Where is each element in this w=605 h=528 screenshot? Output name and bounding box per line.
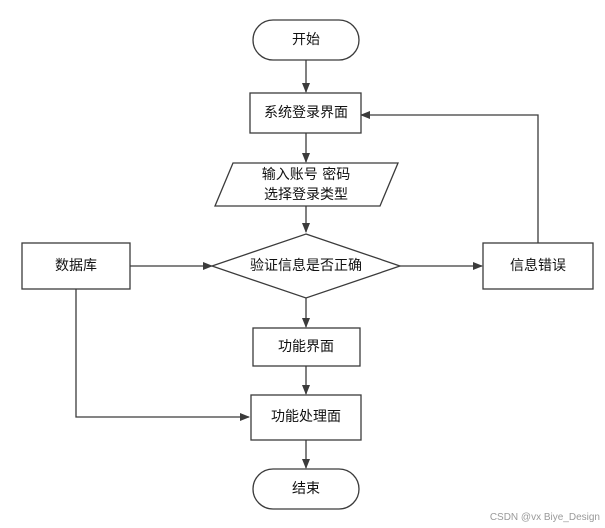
database-box bbox=[21, 242, 131, 290]
end-terminal bbox=[252, 468, 360, 510]
login-ui-box bbox=[249, 92, 362, 134]
arrow-database-to-process bbox=[75, 288, 250, 421]
input-label-line1: 输入账号 密码 bbox=[262, 166, 350, 183]
input-parallelogram bbox=[214, 162, 399, 207]
start-terminal bbox=[252, 19, 360, 61]
start-label: 开始 bbox=[292, 32, 320, 48]
end-label: 结束 bbox=[292, 481, 320, 497]
watermark: CSDN @vx Biye_Design bbox=[490, 512, 600, 523]
function-ui-box bbox=[252, 327, 361, 367]
function-process-label: 功能处理面 bbox=[271, 409, 341, 425]
verify-label: 验证信息是否正确 bbox=[250, 257, 362, 274]
database-label: 数据库 bbox=[55, 258, 97, 274]
arrow-error-to-login bbox=[360, 111, 539, 243]
login-ui-label: 系统登录界面 bbox=[264, 105, 348, 121]
input-label-line2: 选择登录类型 bbox=[264, 187, 348, 203]
info-error-box bbox=[482, 242, 594, 290]
verify-diamond bbox=[209, 233, 403, 299]
function-ui-label: 功能界面 bbox=[278, 339, 334, 355]
function-process-box bbox=[250, 394, 362, 441]
info-error-label: 信息错误 bbox=[510, 257, 566, 274]
